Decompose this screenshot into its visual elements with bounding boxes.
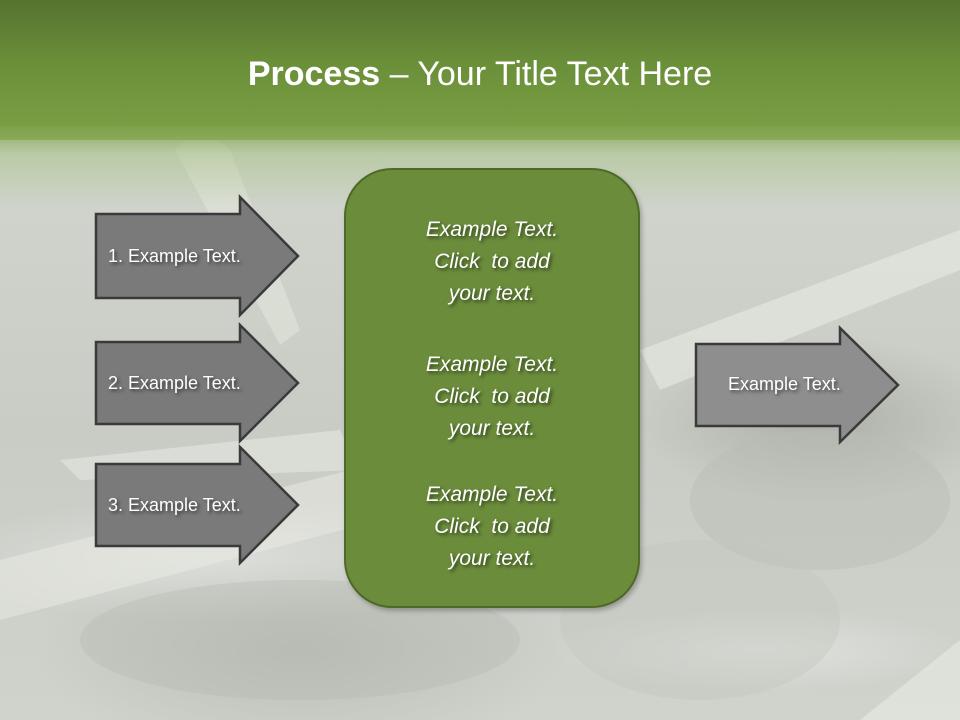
right-arrow-icon	[94, 321, 300, 445]
content-block-2-line1: Example Text.	[425, 353, 559, 376]
step-label-1: 1. Example Text.	[108, 246, 241, 266]
step-label-3: 3. Example Text.	[108, 495, 241, 515]
title-band	[0, 0, 960, 140]
content-block-1[interactable]: Example Text. Click to add your text.	[346, 214, 638, 310]
step-arrow-3[interactable]: 3. Example Text.	[94, 443, 300, 567]
step-label-2: 2. Example Text.	[108, 373, 241, 393]
step-arrow-2[interactable]: 2. Example Text.	[94, 321, 300, 445]
content-block-3-line3: your text.	[448, 547, 536, 570]
content-block-1-line1: Example Text.	[425, 218, 559, 241]
content-block-3-line2: Click to add	[434, 515, 550, 538]
right-arrow-icon	[94, 193, 300, 319]
center-content-box[interactable]: Example Text. Click to add your text. Ex…	[344, 168, 640, 608]
result-label: Example Text.	[728, 374, 841, 394]
content-block-1-line3: your text.	[448, 282, 536, 305]
content-block-2-line3: your text.	[448, 417, 536, 440]
right-arrow-icon	[94, 443, 300, 567]
slide-title[interactable]: Process – Your Title Text Here	[0, 52, 960, 96]
content-block-2-line2: Click to add	[434, 385, 550, 408]
step-arrow-1[interactable]: 1. Example Text.	[94, 193, 300, 319]
title-bold: Process	[247, 55, 381, 93]
right-arrow-icon	[694, 325, 900, 445]
content-block-3-line1: Example Text.	[425, 483, 559, 506]
result-arrow[interactable]: Example Text.	[694, 325, 900, 445]
content-block-3[interactable]: Example Text. Click to add your text.	[346, 479, 638, 575]
content-block-1-line2: Click to add	[434, 250, 550, 273]
content-block-2[interactable]: Example Text. Click to add your text.	[346, 349, 638, 445]
title-rest: – Your Title Text Here	[380, 55, 713, 93]
